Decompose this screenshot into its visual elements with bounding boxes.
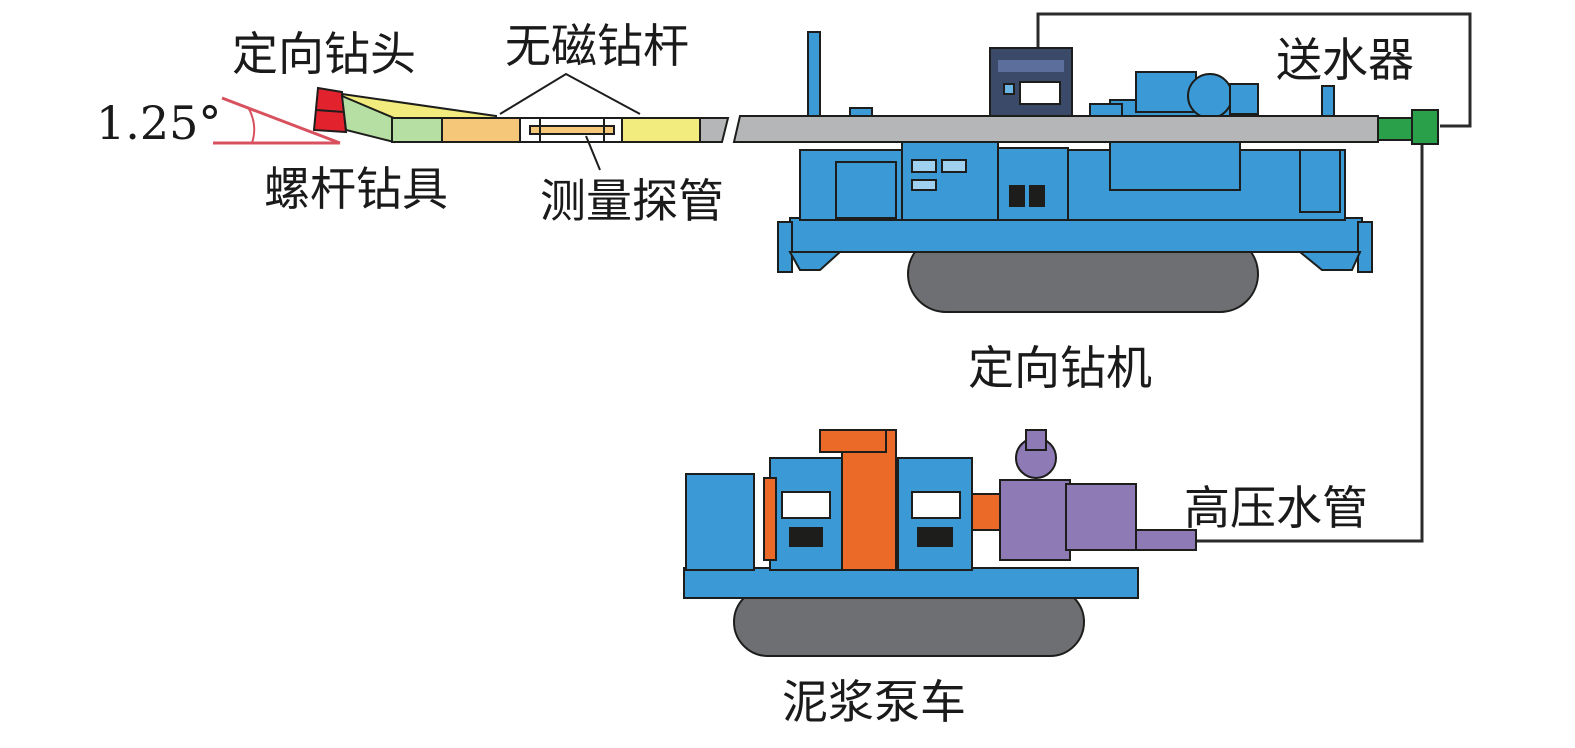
label-angle: 1.25°: [96, 96, 221, 150]
drill-pipe-left: [699, 117, 730, 143]
label-water-feeder: 送水器: [1276, 33, 1414, 87]
rig-mast: [807, 31, 821, 123]
pump-purple-head: [999, 479, 1071, 561]
water-feeder-coupling: [1377, 117, 1415, 141]
label-nonmag-rod: 无磁钻杆: [505, 19, 689, 73]
label-hp-hose: 高压水管: [1184, 481, 1368, 535]
labels: 1.25° 定向钻头 无磁钻杆 螺杆钻具 测量探管 送水器 定向钻机 高压水管 …: [96, 19, 1414, 729]
label-pump-truck: 泥浆泵车: [782, 675, 966, 729]
pump-orange-unit: [841, 429, 897, 571]
label-probe: 测量探管: [540, 174, 724, 228]
pump-outlet: [1135, 529, 1197, 551]
water-supply-line: [1036, 12, 1472, 543]
drill-pipe-main: [732, 115, 1379, 143]
drill-rig: [732, 31, 1439, 313]
downhole-assembly: [312, 86, 730, 144]
pump-base: [683, 567, 1139, 599]
pump-tank: [685, 473, 755, 571]
nonmag-rod-yellow: [621, 117, 701, 143]
nonmag-rod-orange: [441, 117, 521, 143]
mud-pump-truck: [683, 429, 1197, 657]
label-screw-tool: 螺杆钻具: [264, 162, 448, 216]
leader-lines: [499, 72, 641, 171]
deflection-angle: [213, 96, 341, 145]
label-drill-rig: 定向钻机: [968, 341, 1152, 395]
rig-engine-block: [997, 147, 1069, 221]
water-feeder: [1411, 109, 1439, 145]
screw-motor-straight: [391, 117, 443, 143]
probe: [529, 125, 615, 135]
rig-base-frame: [789, 217, 1363, 253]
label-drill-bit: 定向钻头: [232, 27, 416, 81]
